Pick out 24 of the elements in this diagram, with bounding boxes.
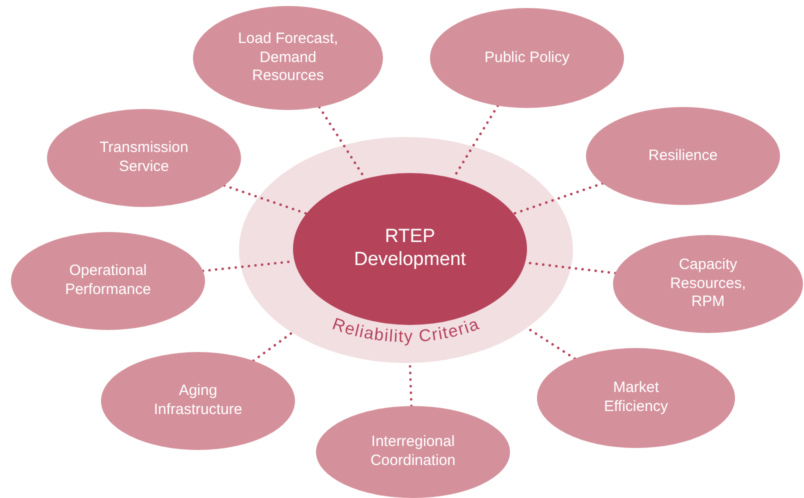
- topic-ellipse: [47, 109, 241, 207]
- ring-label: Reliability Criteria: [330, 314, 482, 346]
- topic-ellipse: [613, 235, 803, 333]
- node-label: Public Policy: [483, 48, 571, 68]
- topic-ellipse: [101, 352, 295, 450]
- dotted-connector: [223, 184, 308, 215]
- topic-ellipse: [11, 232, 205, 330]
- topic-ellipse: [586, 107, 780, 205]
- node-label: Aging Infrastructure: [152, 382, 244, 420]
- topic-ellipse: [430, 8, 624, 108]
- topic-ellipse: [316, 406, 510, 498]
- topic-ellipse: [193, 6, 383, 110]
- node-label: RTEP Development: [353, 226, 467, 272]
- dotted-connector: [512, 182, 604, 215]
- node-label: Transmission Service: [98, 139, 190, 177]
- dotted-connector: [252, 331, 294, 362]
- topic-ellipse: [537, 348, 735, 448]
- node-label: Interregional Coordination: [369, 433, 457, 471]
- node-label: Capacity Resources, RPM: [669, 256, 747, 312]
- node-label: Market Efficiency: [603, 379, 669, 417]
- node-label: Operational Performance: [64, 262, 152, 300]
- node-label: Load Forecast, Demand Resources: [236, 30, 340, 86]
- criteria-ring: [239, 137, 573, 363]
- node-label: Resilience: [647, 146, 719, 166]
